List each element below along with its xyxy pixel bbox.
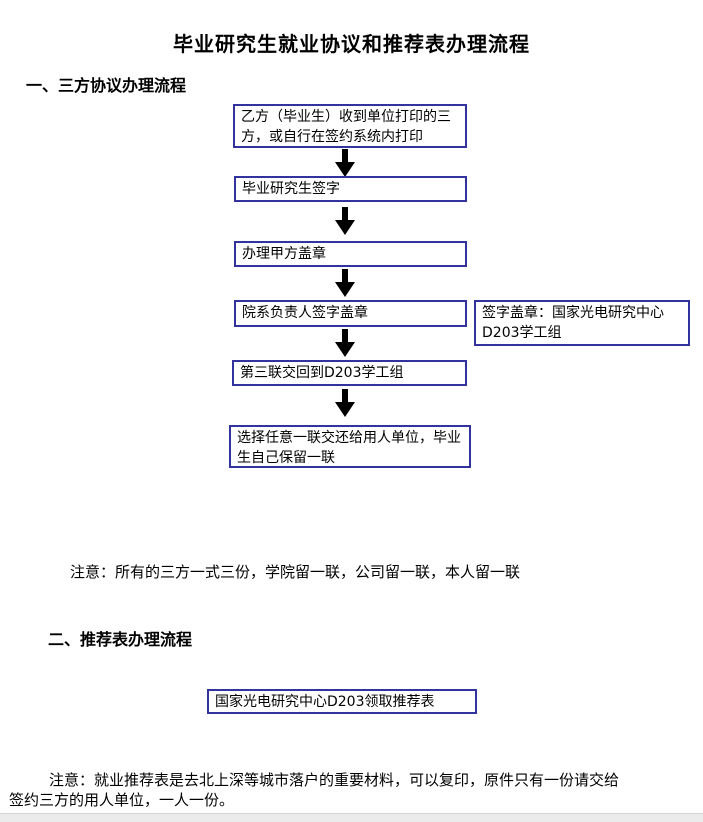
flow-step-box-collect-recommendation-form: 国家光电研究中心D203领取推荐表 bbox=[207, 689, 477, 714]
down-arrow-icon bbox=[335, 329, 355, 357]
flow-step-box-department-sign-seal: 院系负责人签字盖章 bbox=[234, 300, 467, 327]
section1-note: 注意：所有的三方一式三份，学院留一联，公司留一联，本人留一联 bbox=[70, 563, 521, 581]
flow-step-box-return-third-copy: 第三联交回到D203学工组 bbox=[232, 360, 467, 386]
page-title: 毕业研究生就业协议和推荐表办理流程 bbox=[173, 32, 530, 56]
side-annotation-box: 签字盖章：国家光电研究中心D203学工组 bbox=[474, 300, 690, 346]
page-bottom-edge bbox=[0, 813, 703, 822]
down-arrow-icon bbox=[335, 269, 355, 297]
flow-step-box-receive-agreement: 乙方（毕业生）收到单位打印的三方，或自行在签约系统内打印 bbox=[233, 104, 467, 148]
down-arrow-icon bbox=[335, 389, 355, 417]
section1-heading: 一、三方协议办理流程 bbox=[26, 76, 187, 95]
down-arrow-icon bbox=[335, 207, 355, 235]
section2-note: 注意：就业推荐表是去北上深等城市落户的重要材料，可以复印，原件只有一份请交给签约… bbox=[9, 771, 620, 809]
flow-step-box-party-a-seal: 办理甲方盖章 bbox=[234, 241, 467, 267]
section2-heading: 二、推荐表办理流程 bbox=[48, 630, 193, 649]
flow-step-box-graduate-sign: 毕业研究生签字 bbox=[234, 176, 467, 202]
flow-step-box-distribute-copies: 选择任意一联交还给用人单位，毕业生自己保留一联 bbox=[229, 425, 471, 468]
down-arrow-icon bbox=[335, 149, 355, 177]
